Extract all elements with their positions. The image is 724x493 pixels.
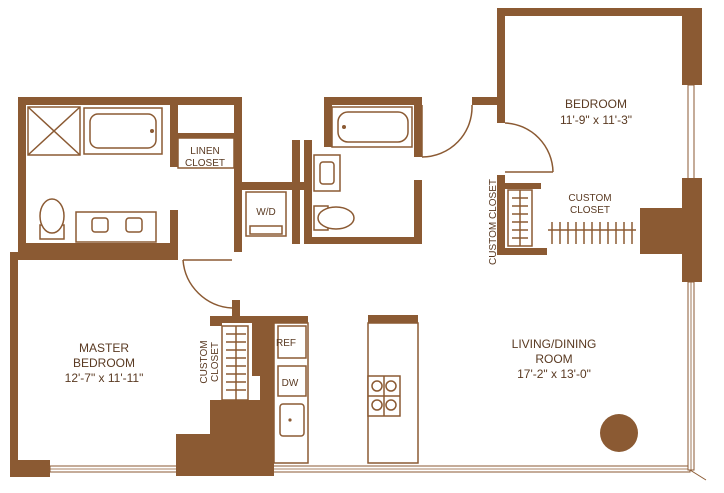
ref-label: REF [276, 338, 296, 349]
master-closet-label-line2: CLOSET [210, 342, 221, 382]
master-closet-label-line1: CUSTOM [199, 340, 210, 383]
kitchen [273, 322, 419, 464]
bedroom-side-closet-label: CUSTOM CLOSET [488, 179, 499, 265]
bedroom-closets [507, 189, 636, 247]
master-name-line1: MASTER [79, 341, 129, 355]
linen-closet-line1: LINEN [190, 146, 219, 157]
master-name-line2: BEDROOM [73, 356, 135, 370]
wd-label: W/D [256, 207, 275, 218]
living-name-line2: ROOM [535, 352, 572, 366]
structural-column [600, 414, 638, 452]
linen-closet-line2: CLOSET [185, 158, 225, 169]
master-closet [221, 325, 249, 401]
bedroom-name: BEDROOM [565, 97, 627, 111]
center-bath-fixtures [313, 106, 413, 231]
dw-label: DW [282, 378, 299, 389]
bedroom-dims: 11'-9" x 11'-3" [560, 113, 632, 127]
living-dims: 17'-2" x 13'-0" [517, 367, 591, 381]
doors [182, 104, 554, 309]
left-bath-fixtures [27, 106, 235, 243]
washer-dryer [245, 191, 287, 237]
walls [10, 8, 702, 477]
living-name-line1: LIVING/DINING [512, 337, 597, 351]
bedroom-closet-label-line1: CUSTOM [568, 193, 611, 204]
bedroom-closet-label-line2: CLOSET [570, 205, 610, 216]
master-dims: 12'-7" x 11'-11" [65, 371, 144, 385]
